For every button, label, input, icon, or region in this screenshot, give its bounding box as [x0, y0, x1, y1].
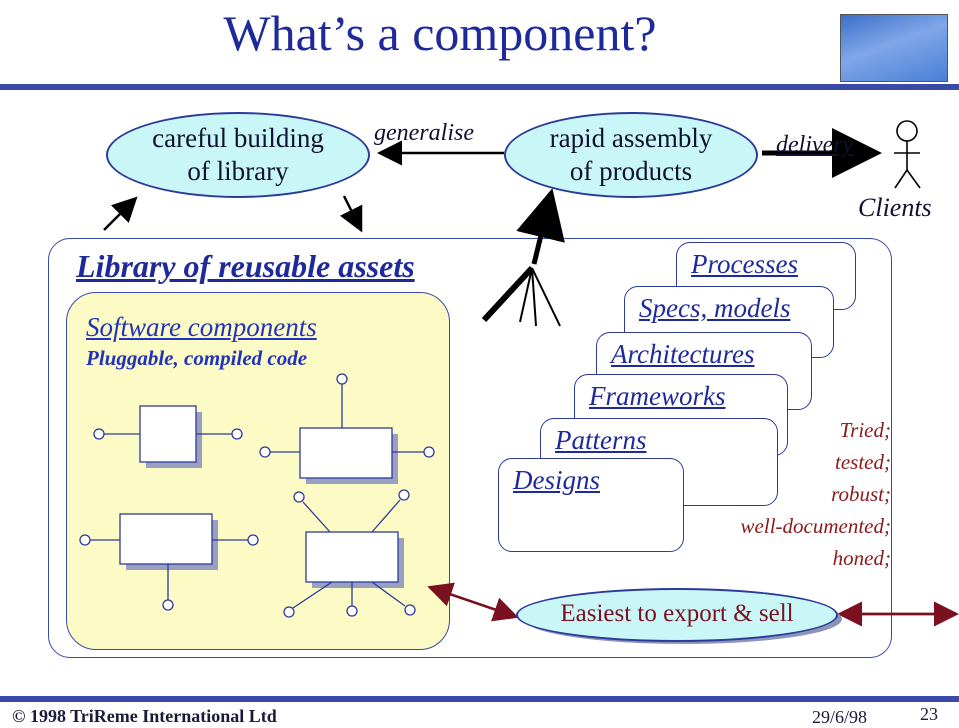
asset-card-patterns-label: Patterns [555, 425, 647, 455]
export-sell-oval: Easiest to export & sell [516, 588, 838, 642]
software-components-title: Software components [86, 312, 317, 342]
quality-tried: Tried; [839, 418, 891, 442]
software-components-subtitle: Pluggable, compiled code [86, 346, 308, 370]
footer-divider [0, 696, 959, 702]
quality-honed: honed; [832, 546, 891, 570]
component-diagram-4 [283, 489, 416, 618]
component-diagram-1 [93, 405, 243, 468]
quality-well-documented: well-documented; [740, 514, 891, 538]
export-sell-label: Easiest to export & sell [560, 600, 794, 627]
product-assembly-oval: rapid assembly of products [504, 112, 758, 198]
asset-card-designs-label: Designs [513, 465, 600, 495]
component-diagram-3 [79, 513, 259, 611]
products-oval-line-1: rapid assembly [549, 123, 713, 153]
quality-tested: tested; [835, 450, 891, 474]
products-oval-line-2: of products [569, 156, 693, 186]
library-title: Library of reusable assets [76, 248, 415, 284]
asset-card-processes-label: Processes [691, 249, 798, 279]
asset-card-architectures-label: Architectures [611, 339, 755, 369]
slide-date: 29/6/98 [812, 707, 868, 727]
component-diagram-2 [259, 373, 435, 484]
delivery-label: delivery [776, 132, 854, 158]
asset-card-designs: Designs [498, 458, 684, 552]
clients-label: Clients [858, 193, 932, 222]
copyright-text: © 1998 TriReme International Ltd [12, 706, 277, 726]
library-oval-line-1: careful building [152, 123, 324, 153]
library-container [48, 238, 892, 658]
asset-card-frameworks-label: Frameworks [589, 381, 726, 411]
asset-card-specs-models-label: Specs, models [639, 293, 791, 323]
slide-title: What’s a component? [223, 5, 657, 61]
generalise-label: generalise [374, 120, 474, 146]
tripod-icon [481, 265, 561, 327]
eagle-photo-icon [840, 14, 948, 82]
client-stick-figure-icon [894, 120, 921, 189]
header-divider [0, 84, 959, 90]
library-building-oval: careful building of library [106, 112, 370, 198]
slide-number: 23 [920, 704, 938, 724]
library-oval-line-2: of library [187, 156, 289, 186]
quality-robust: robust; [831, 482, 891, 506]
